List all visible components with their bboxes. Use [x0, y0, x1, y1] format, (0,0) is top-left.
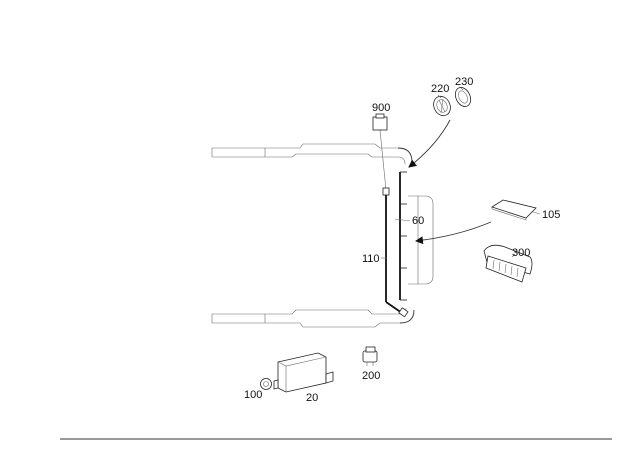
- label-220: 220: [431, 83, 449, 95]
- control-unit-20: [273, 352, 334, 393]
- antenna-connector-900: [372, 113, 388, 131]
- cable: [379, 129, 409, 318]
- label-110: 110: [362, 253, 380, 265]
- label-100: 100: [244, 389, 262, 401]
- pad-105: [491, 199, 537, 221]
- leader-lines: [381, 87, 541, 259]
- ring-230: [454, 87, 472, 107]
- plug-100: [260, 378, 272, 390]
- harness-bar: [399, 171, 407, 301]
- arrows: [408, 119, 492, 245]
- label-60: 60: [412, 215, 424, 227]
- reference-labels: 900 220 230 60 105 110 300 200 100 20: [244, 76, 560, 404]
- label-200: 200: [362, 370, 380, 382]
- label-230: 230: [455, 76, 473, 88]
- label-20: 20: [306, 392, 318, 404]
- grommet-220: [433, 95, 451, 117]
- label-900: 900: [372, 102, 390, 114]
- label-300: 300: [512, 247, 530, 259]
- connector-200: [362, 346, 378, 366]
- label-105: 105: [542, 209, 560, 221]
- switch-module-300: [483, 244, 533, 283]
